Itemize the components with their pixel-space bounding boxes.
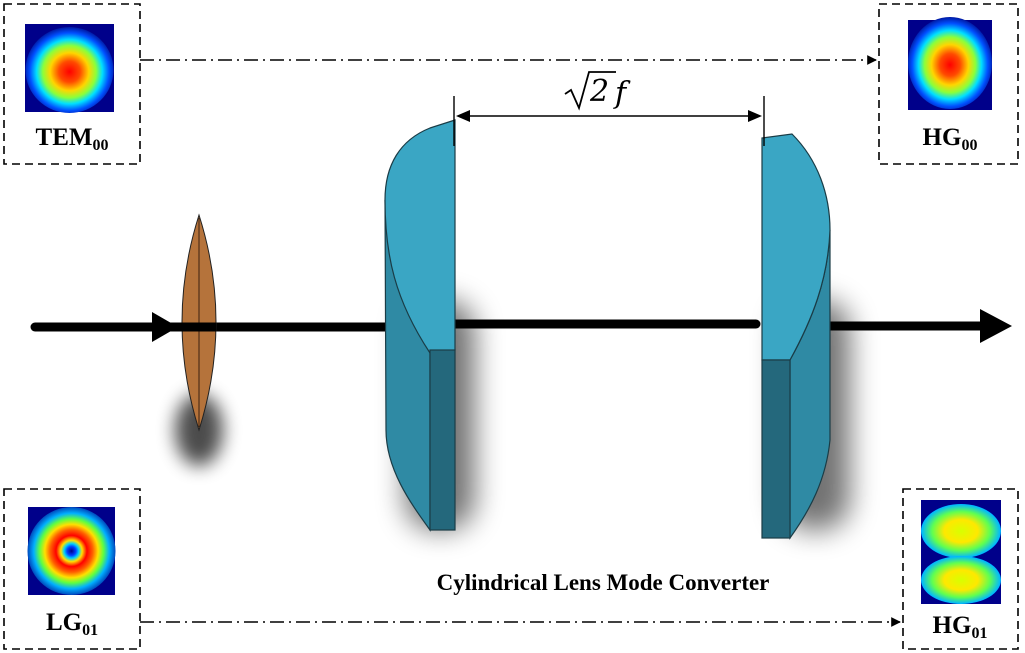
inset-hg01: HG01 — [902, 488, 1019, 650]
lg01-label: LG01 — [46, 609, 98, 639]
hg01-lower-lobe — [921, 556, 1001, 604]
separation-indicator: 2 f — [453, 71, 765, 146]
focal-length-symbol: f — [613, 76, 631, 111]
sqrt-radicand: 2 — [589, 74, 609, 109]
right-cylindrical-lens — [761, 133, 831, 540]
input-beam-arrowhead — [152, 312, 178, 342]
hg01-upper-lobe — [921, 504, 1001, 558]
inset-lg01: LG01 — [3, 488, 141, 650]
hg00-label: HG00 — [923, 124, 978, 154]
left-cylindrical-lens — [384, 119, 456, 532]
tem00-label: TEM00 — [36, 124, 109, 154]
output-beam-arrowhead — [980, 309, 1012, 343]
inset-tem00: TEM00 — [3, 3, 141, 165]
inset-hg00: HG00 — [878, 3, 1019, 165]
sqrt-symbol — [564, 71, 616, 111]
hg01-label: HG01 — [933, 612, 988, 642]
converter-caption: Cylindrical Lens Mode Converter — [437, 570, 770, 595]
